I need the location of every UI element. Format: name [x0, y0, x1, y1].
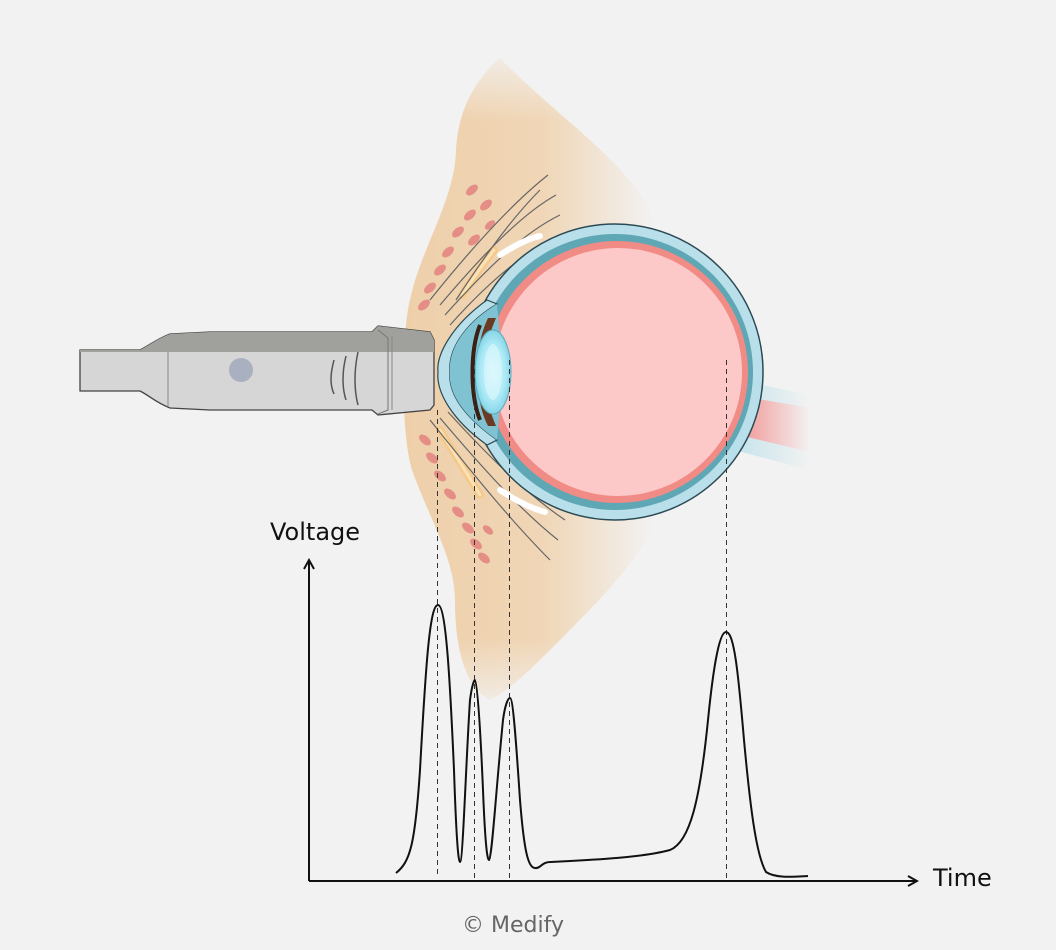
- echo-waveform: [395, 603, 809, 878]
- copyright: © Medify: [462, 913, 564, 938]
- y-axis-label: Voltage: [270, 518, 360, 546]
- ultrasound-probe-icon: [79, 325, 435, 416]
- echo-guide-lines: [437, 360, 727, 878]
- eyeball: [437, 223, 764, 521]
- chart-axes: [309, 560, 917, 881]
- upper-lid-muscle: [418, 174, 566, 326]
- x-axis-label: Time: [932, 864, 992, 892]
